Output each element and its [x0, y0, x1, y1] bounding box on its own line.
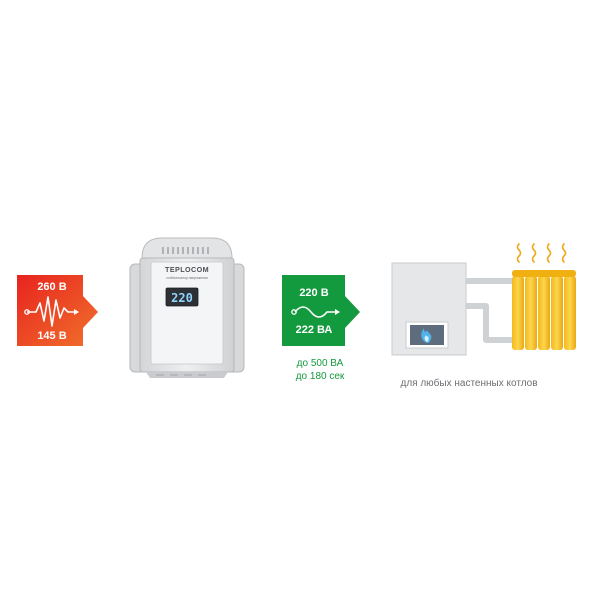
- output-note-time: до 180 сек: [296, 371, 345, 382]
- output-voltage: 220 В: [299, 287, 328, 299]
- stabilizer-subtitle: стабилизатор напряжения: [166, 276, 208, 280]
- input-voltage-min: 145 В: [37, 330, 66, 342]
- stabilizer-display: [165, 287, 199, 307]
- stable-wave-icon: [291, 306, 340, 318]
- boiler-caption: для любых настенных котлов: [400, 377, 537, 389]
- output-note-power: до 500 ВА: [297, 358, 344, 369]
- pipes: [463, 278, 521, 343]
- top-vent-slots: [162, 247, 209, 254]
- flame-icon: [421, 328, 432, 343]
- wall-boiler: [391, 262, 467, 356]
- radiator: [512, 270, 576, 350]
- stabilizer-brand: TEPLOCOM: [165, 265, 209, 274]
- voltage-fluctuation-icon: [24, 296, 79, 327]
- input-voltage-max: 260 В: [37, 281, 66, 293]
- output-voltage-block: 220 В 222 ВА: [282, 275, 360, 346]
- output-power: 222 ВА: [296, 324, 333, 336]
- voltage-stabilizer-device: TEPLOCOM стабилизатор напряжения 220: [129, 237, 245, 378]
- stabilizer-display-value: 220: [171, 291, 193, 305]
- input-voltage-block: 260 В 145 В: [17, 275, 98, 346]
- heat-wave-icon: [516, 243, 567, 263]
